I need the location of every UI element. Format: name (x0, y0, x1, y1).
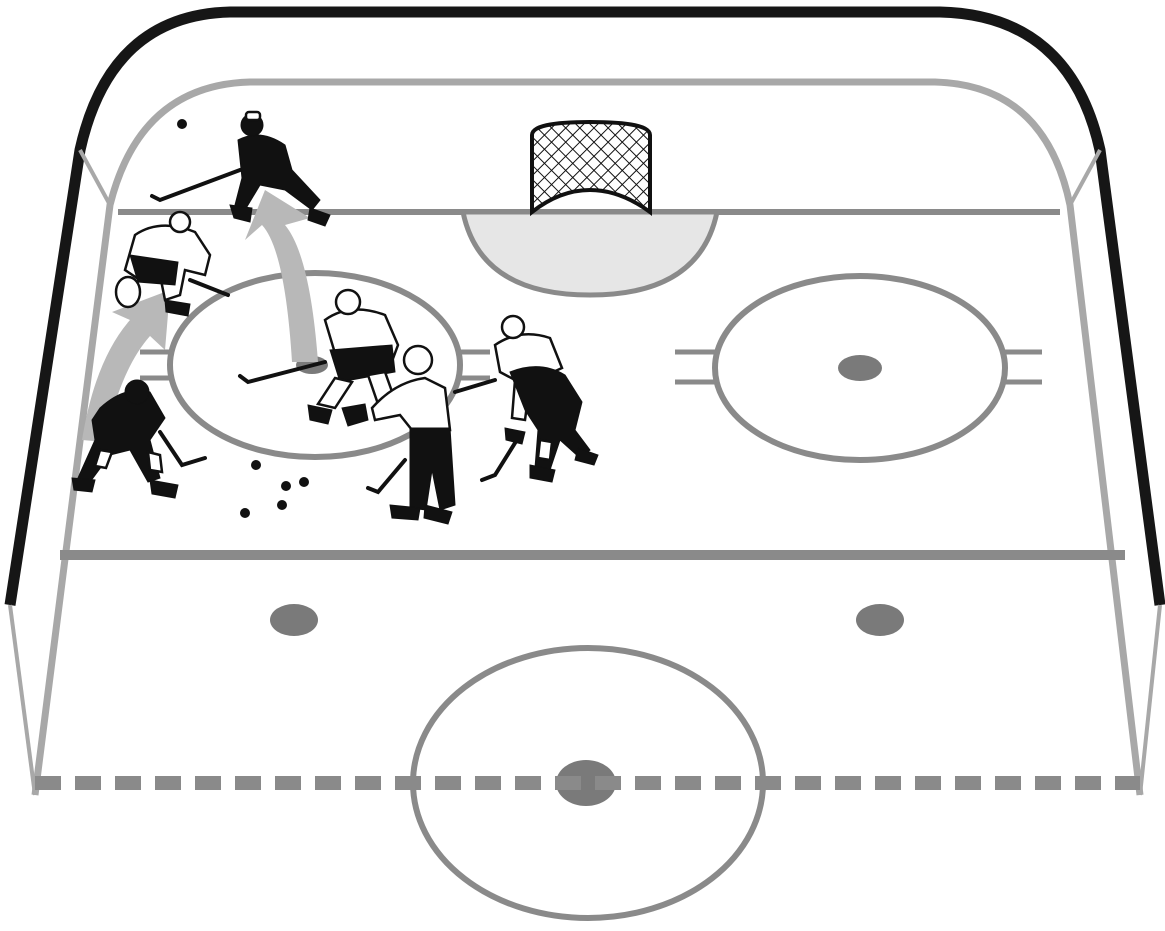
glass-post-right-lower (1140, 605, 1160, 795)
neutral-zone-dot-right (856, 604, 904, 636)
puck (281, 481, 291, 491)
puck (299, 477, 309, 487)
glass-post-left (80, 150, 110, 205)
player-dark-top (152, 112, 330, 226)
player-dark-right (510, 367, 598, 482)
glass-post-left-lower (10, 605, 35, 795)
puck (251, 460, 261, 470)
neutral-zone-dot-left (270, 604, 318, 636)
glass-post-right (1070, 150, 1100, 205)
goal-net (532, 122, 650, 212)
goal-crease (463, 212, 717, 295)
puck (177, 119, 187, 129)
faceoff-dot-right (838, 355, 882, 381)
puck (277, 500, 287, 510)
puck (240, 508, 250, 518)
